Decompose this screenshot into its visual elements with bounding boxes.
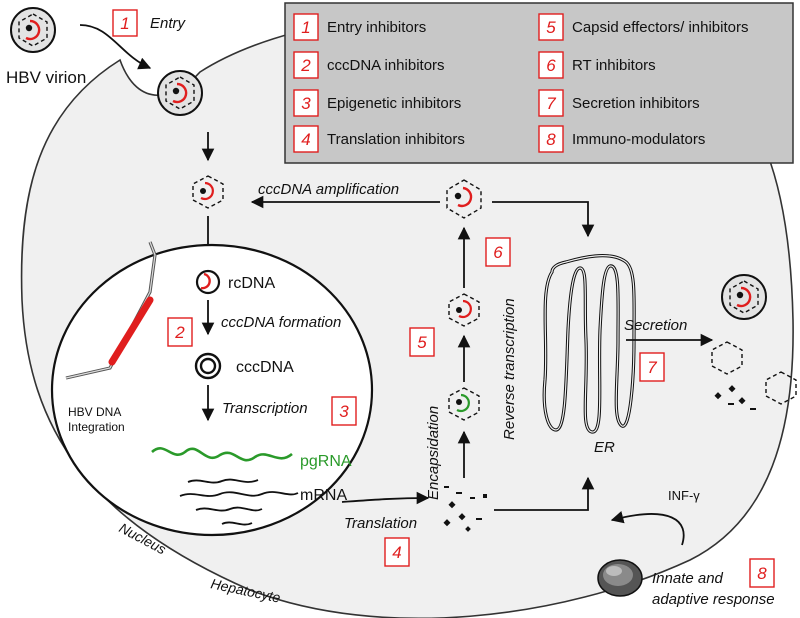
legend-number: 5	[546, 18, 556, 37]
legend-label: Entry inhibitors	[327, 19, 426, 36]
partial-rcdna-capsid-icon	[448, 293, 480, 327]
legend-label: RT inhibitors	[572, 57, 656, 74]
marker-translation: 4	[384, 537, 410, 567]
legend-number: 4	[301, 130, 310, 149]
translation-arrow	[341, 491, 430, 505]
cccdna-icon	[194, 352, 222, 380]
innate-label-line2: adaptive response	[652, 591, 775, 608]
rcdna-label: rcDNA	[228, 275, 275, 292]
entry-label: Entry	[150, 15, 187, 32]
capsid-to-er-arrow	[492, 201, 595, 238]
cccdna-formation-label: cccDNA formation	[221, 314, 341, 331]
legend-item-7: 7 Secretion inhibitors	[538, 89, 700, 117]
legend-number: 2	[300, 56, 311, 75]
legend-label: Secretion inhibitors	[572, 95, 700, 112]
mature-nucleocapsid-icon	[446, 179, 482, 219]
svg-text:3: 3	[339, 402, 349, 421]
svg-text:5: 5	[417, 333, 427, 352]
nucleus	[50, 243, 374, 537]
cccdna-amplification-label: cccDNA amplification	[258, 181, 399, 198]
svg-text:1: 1	[120, 14, 129, 33]
integration-label-line1: HBV DNA	[68, 405, 121, 419]
immune-cell-icon	[597, 559, 643, 597]
marker-cccdna-formation: 2	[167, 317, 193, 347]
secretion-label: Secretion	[624, 317, 687, 334]
svg-text:8: 8	[757, 564, 767, 583]
svg-text:4: 4	[392, 543, 401, 562]
inf-gamma-arrow	[610, 511, 685, 546]
marker-encapsidation: 5	[409, 327, 435, 357]
mrna-label: mRNA	[300, 487, 347, 504]
marker-entry: 1	[112, 9, 138, 37]
hbv-dna-integration-icon	[65, 241, 157, 380]
marker-immune: 8	[749, 558, 775, 588]
mrna-strands	[179, 478, 299, 526]
cccdna-label: cccDNA	[236, 359, 294, 376]
legend-item-4: 4 Translation inhibitors	[293, 125, 465, 153]
marker-reverse-transcription: 6	[485, 237, 511, 267]
marker-secretion: 7	[639, 352, 665, 382]
inf-gamma-label: INF-γ	[668, 488, 700, 503]
hbv-virion-icon	[10, 7, 56, 53]
legend-item-3: 3 Epigenetic inhibitors	[293, 89, 461, 117]
legend-label: Capsid effectors/ inhibitors	[572, 19, 748, 36]
legend-label: cccDNA inhibitors	[327, 57, 445, 74]
legend-number: 8	[546, 130, 556, 149]
transcription-label: Transcription	[222, 400, 308, 417]
legend-box: 1 Entry inhibitors 2 cccDNA inhibitors 3 Epig…	[284, 2, 794, 164]
rcdna-icon	[195, 269, 221, 295]
subviral-particle-icon	[711, 341, 743, 375]
endosome-virion-icon	[157, 70, 203, 116]
er-label: ER	[594, 439, 615, 456]
legend-item-8: 8 Immuno-modulators	[538, 125, 705, 153]
viral-proteins-icon	[443, 486, 487, 532]
legend-number: 3	[301, 94, 311, 113]
svg-text:7: 7	[647, 358, 657, 377]
legend-number: 1	[301, 18, 310, 37]
legend-label: Immuno-modulators	[572, 131, 705, 148]
secreted-proteins-icon	[714, 385, 756, 410]
svg-text:2: 2	[174, 323, 185, 342]
svg-text:6: 6	[493, 243, 503, 262]
er-icon	[542, 254, 636, 434]
legend-label: Epigenetic inhibitors	[327, 95, 461, 112]
pgrna-strand	[151, 447, 293, 462]
legend-label: Translation inhibitors	[327, 131, 465, 148]
legend-item-2: 2 cccDNA inhibitors	[293, 51, 445, 79]
integration-label-line2: Integration	[68, 420, 125, 434]
secreted-virion-icon	[721, 274, 767, 320]
legend-item-6: 6 RT inhibitors	[538, 51, 656, 79]
legend-item-5: 5 Capsid effectors/ inhibitors	[538, 13, 748, 41]
nucleocapsid-icon	[192, 175, 224, 209]
legend-item-1: 1 Entry inhibitors	[293, 13, 426, 41]
legend-number: 6	[546, 56, 556, 75]
subviral-particle-icon	[765, 371, 797, 405]
innate-label-line1: Innate and	[652, 570, 724, 587]
proteins-to-er-arrow	[494, 476, 595, 511]
pgrna-capsid-icon	[448, 387, 480, 421]
entry-arrow	[79, 24, 152, 70]
virion-label: HBV virion	[6, 68, 86, 87]
reverse-transcription-label: Reverse transcription	[501, 298, 518, 440]
legend-number: 7	[546, 94, 556, 113]
pgrna-label: pgRNA	[300, 453, 352, 470]
marker-transcription: 3	[331, 396, 357, 426]
translation-label: Translation	[344, 515, 417, 532]
encapsidation-label: Encapsidation	[425, 406, 442, 500]
